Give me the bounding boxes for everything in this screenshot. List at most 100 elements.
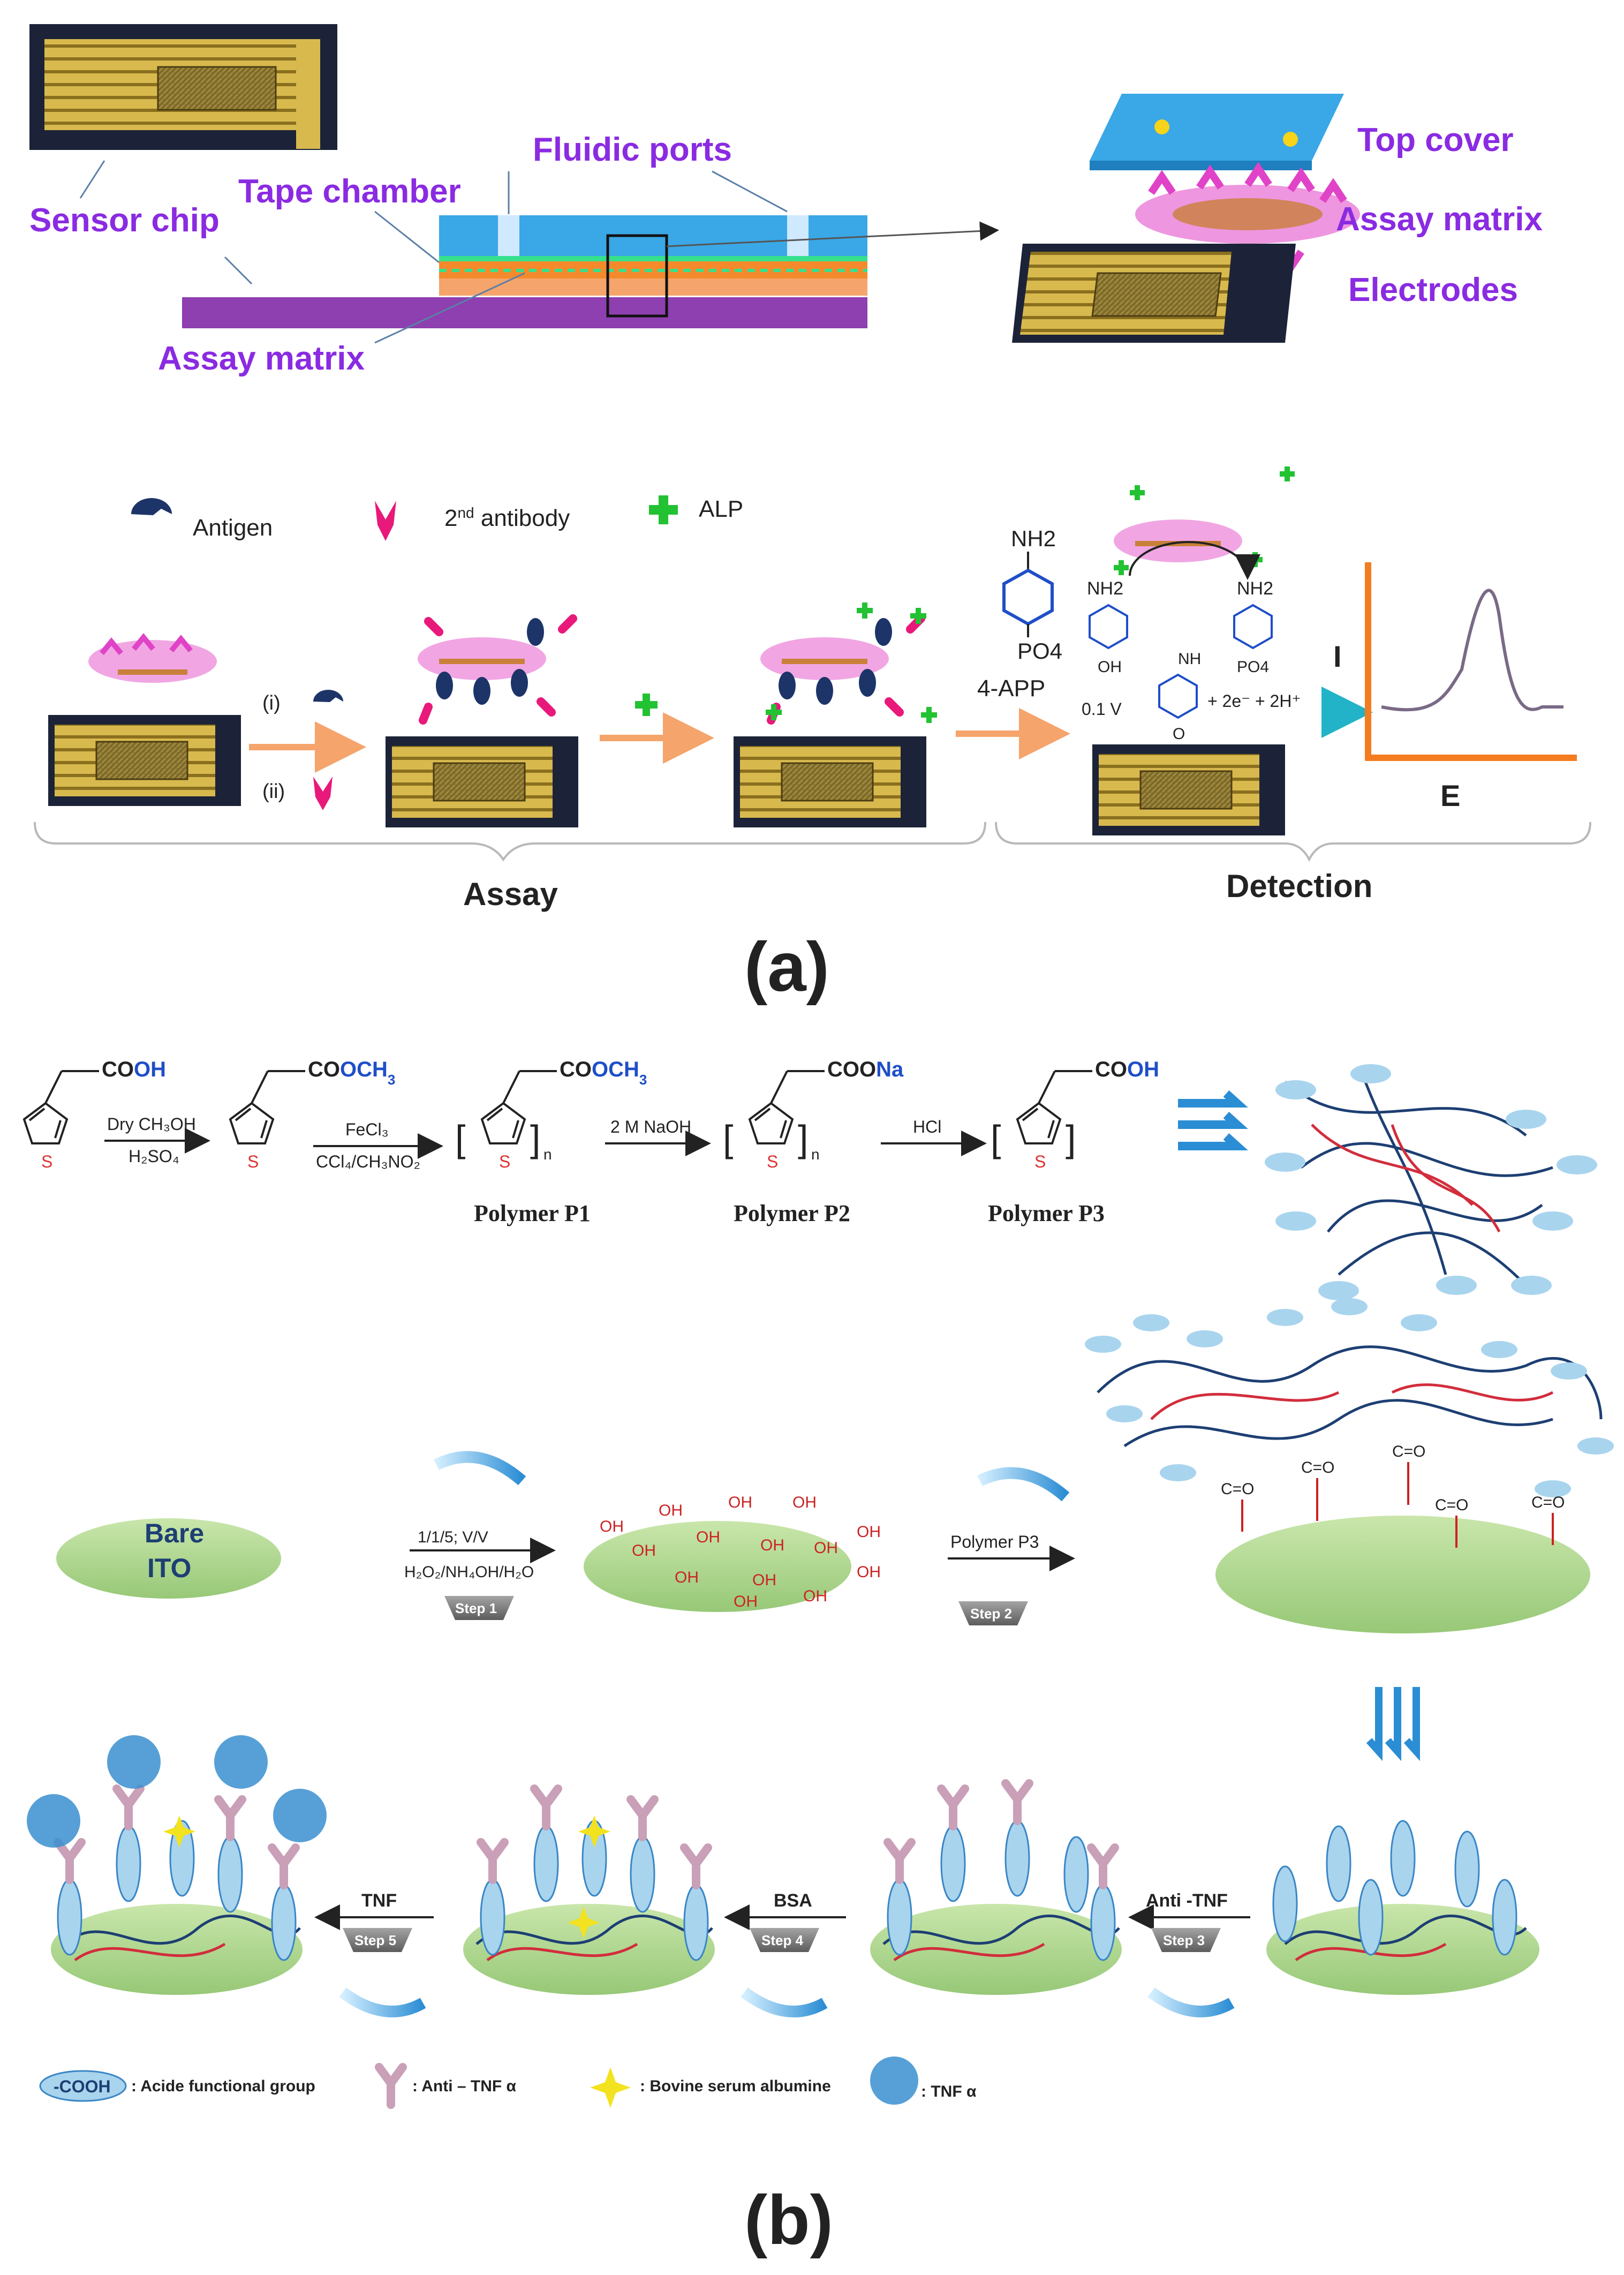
svg-text:NH2: NH2: [1087, 578, 1123, 599]
legend-cooh: -COOH : Acide functional group: [39, 2070, 315, 2102]
voltage-label: 0.1 V: [1082, 699, 1122, 719]
panel-b-label: (b): [744, 2181, 833, 2259]
vertical-equivalence-arrows: [1366, 1687, 1420, 1761]
polymer-p3-structure: [ S COOH ]: [991, 1058, 1159, 1171]
assay-matrix-2: [418, 614, 577, 725]
detection-brace: [995, 822, 1591, 862]
svg-text:Step 4: Step 4: [761, 1932, 804, 1948]
svg-text:]: ]: [530, 1118, 540, 1159]
cooh-surface-disc: [1266, 1820, 1539, 1995]
svg-text:C=O: C=O: [1301, 1459, 1335, 1477]
svg-text:COOH: COOH: [102, 1058, 166, 1081]
panel-a: Sensor chip Tape chamber Fluidic ports A…: [29, 24, 1591, 1006]
svg-text:OH: OH: [760, 1536, 784, 1554]
svg-text:Antigen: Antigen: [193, 515, 273, 541]
curved-arrow-4: [741, 1987, 828, 2017]
polymer-network: [1265, 1064, 1597, 1300]
antibody-legend-icon: [379, 2067, 403, 2105]
pointer-3: [374, 210, 440, 263]
reagent-3: 2 M NaOH: [610, 1117, 691, 1136]
svg-text:S: S: [767, 1152, 778, 1171]
legend-antigen: Antigen: [131, 498, 273, 541]
reagent-1-top: Dry CH₃OH: [107, 1114, 196, 1134]
svg-text:C=O: C=O: [1435, 1496, 1469, 1514]
svg-text:[: [: [455, 1118, 465, 1159]
svg-text:COOCH3: COOCH3: [560, 1058, 647, 1088]
chip-cross-section: [182, 215, 867, 328]
svg-text:Step 3: Step 3: [1163, 1932, 1205, 1948]
reagent-2-top: FeCl₃: [345, 1120, 389, 1139]
bare-ito-disc: Bare ITO: [56, 1518, 281, 1599]
polymer-p3-label: Polymer P3: [988, 1200, 1105, 1226]
svg-text:: TNF α: : TNF α: [921, 2083, 977, 2100]
assay-chip-1: [47, 714, 242, 807]
svg-text:C=O: C=O: [1392, 1443, 1426, 1460]
svg-text:OH: OH: [792, 1494, 817, 1511]
svg-text:COOH: COOH: [1095, 1058, 1159, 1081]
antibody-step-icon: [313, 777, 333, 810]
svg-text:OH: OH: [728, 1494, 752, 1511]
svg-text:OH: OH: [857, 1523, 881, 1541]
polymer-p1-structure: [ S COOCH3 ] n: [455, 1058, 647, 1171]
svg-text:-COOH: -COOH: [54, 2077, 111, 2096]
electrons-label: + 2e⁻ + 2H⁺: [1207, 691, 1301, 711]
electrodes-label: Electrodes: [1348, 272, 1518, 308]
4-app-molecule: NH2 PO4 4-APP: [977, 526, 1062, 702]
step5-badge: Step 5: [343, 1928, 412, 1952]
step2-badge: Step 2: [958, 1601, 1028, 1625]
antigen-step-icon: [313, 690, 343, 702]
svg-text:OH: OH: [803, 1587, 827, 1605]
4-app-label: 4-APP: [977, 675, 1045, 702]
pointer-2: [712, 170, 788, 213]
svg-text:OH: OH: [600, 1518, 624, 1535]
assay-chip-4: [1091, 743, 1286, 837]
legend-alp: ALP: [649, 495, 743, 524]
svg-text:S: S: [499, 1152, 510, 1171]
sensor-chip-image: [29, 24, 337, 150]
step3-reagent: Anti -TNF: [1146, 1890, 1228, 1911]
sensor-chip-label: Sensor chip: [29, 202, 220, 239]
axis-i-label: I: [1333, 639, 1342, 673]
step1-badge: Step 1: [444, 1596, 514, 1620]
svg-text:]: ]: [1066, 1118, 1076, 1159]
monomer-acid: S COOH: [23, 1058, 166, 1171]
svg-text:: Anti – TNF α: : Anti – TNF α: [412, 2077, 517, 2095]
curved-arrow-1: [434, 1451, 526, 1486]
step4-badge: Step 4: [750, 1928, 819, 1952]
svg-text:OH: OH: [734, 1593, 758, 1610]
pointer-5: [224, 256, 253, 285]
ratio-label: 1/1/5; V/V: [418, 1528, 488, 1546]
assay-label: Assay: [463, 876, 558, 912]
reagent-4: HCl: [913, 1117, 941, 1136]
svg-text:NH2: NH2: [1237, 578, 1273, 599]
legend-2nd-antibody: 2nd antibody: [375, 501, 570, 541]
assay-matrix-1: [88, 633, 217, 683]
svg-text:[: [: [991, 1118, 1001, 1159]
step4-reagent: BSA: [774, 1890, 812, 1911]
svg-text:O: O: [1173, 725, 1185, 743]
bsa-star-icon-2: [568, 1907, 600, 1939]
svg-text:]: ]: [798, 1118, 808, 1159]
step5-reagent: TNF: [361, 1890, 397, 1911]
tape-chamber-label: Tape chamber: [238, 173, 461, 210]
svg-text:ITO: ITO: [147, 1553, 191, 1583]
svg-text:Step 1: Step 1: [455, 1600, 497, 1616]
step2-reagent: Polymer P3: [950, 1532, 1039, 1551]
svg-text:: Acide functional group: : Acide functional group: [131, 2077, 315, 2095]
svg-text:ALP: ALP: [699, 496, 743, 522]
svg-text:n: n: [811, 1146, 820, 1163]
assay-chip-3: [732, 735, 927, 828]
panel-b: S COOH Dry CH₃OH H₂SO₄ S COOCH3 FeCl₃ CC…: [23, 1058, 1614, 2259]
bsa-legend-star-icon: [590, 2067, 631, 2108]
sensor-chip-pointer: [79, 160, 105, 199]
polymer-p2-label: Polymer P2: [734, 1200, 850, 1226]
detection-label: Detection: [1226, 868, 1372, 904]
alp-step-icon: [635, 694, 658, 716]
assay-chip-2: [384, 735, 579, 828]
hydroxyl-ito-disc: OH OH OH OH OH OH OH OH OH OH OH OH OH O…: [584, 1494, 881, 1612]
svg-text:OH: OH: [1098, 658, 1122, 676]
tnf-protein-icons: [27, 1735, 327, 1848]
svg-text:PO4: PO4: [1017, 638, 1062, 664]
exploded-view: [1012, 94, 1360, 343]
